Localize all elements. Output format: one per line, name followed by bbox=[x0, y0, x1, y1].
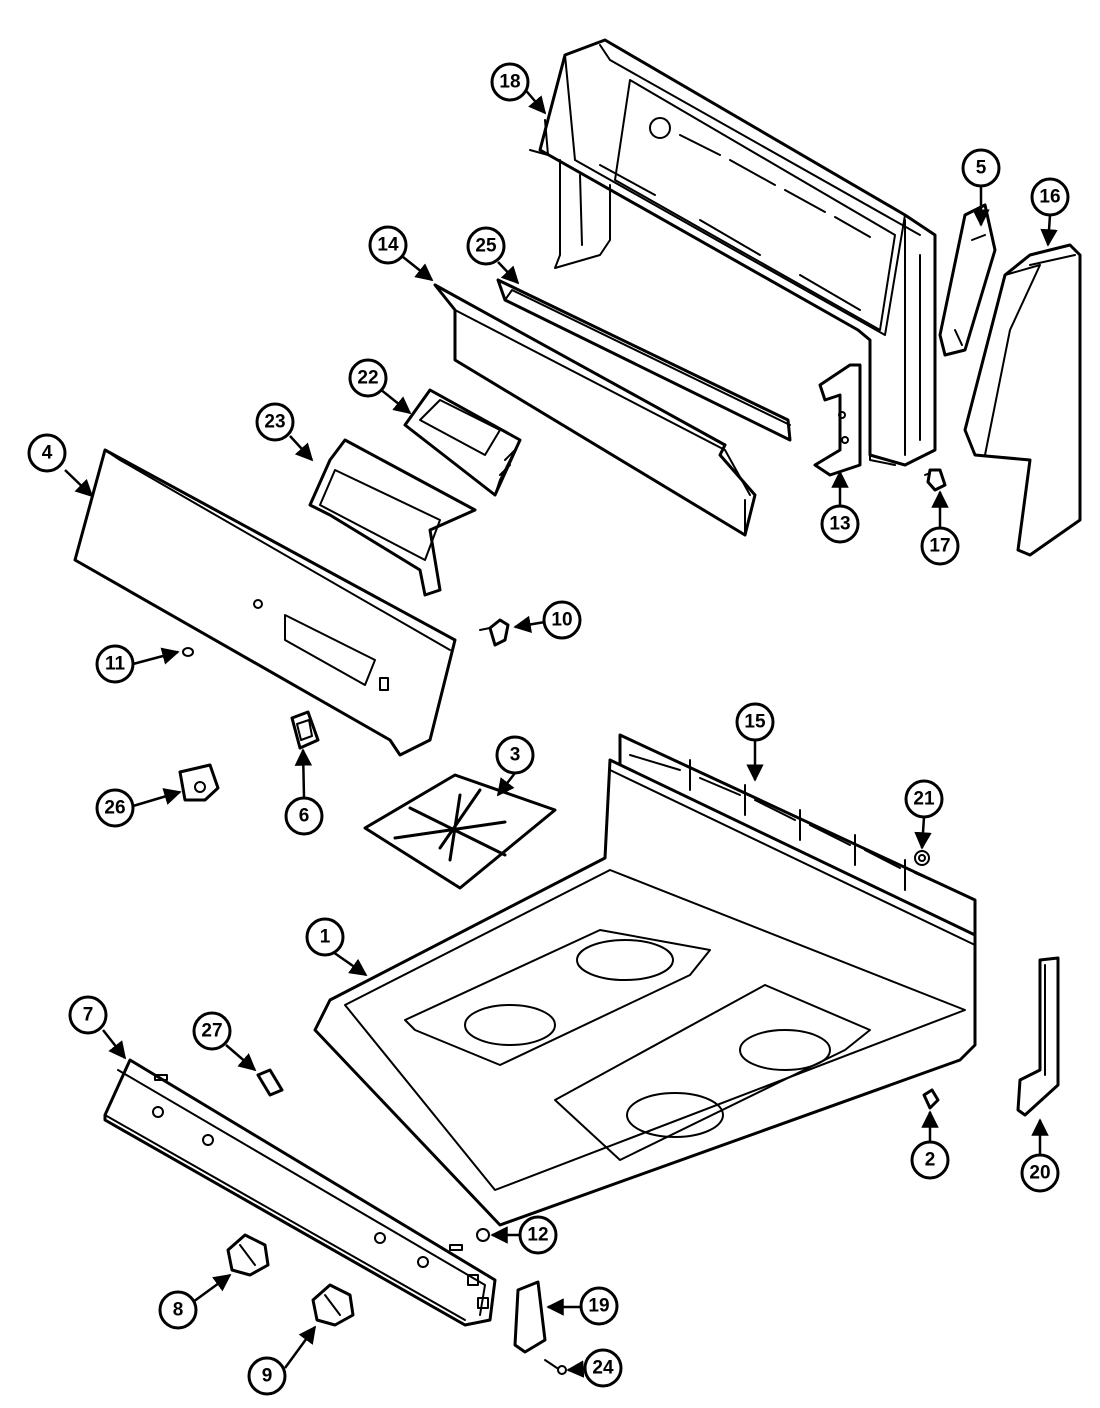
svg-text:13: 13 bbox=[829, 514, 850, 535]
svg-text:8: 8 bbox=[173, 1300, 184, 1321]
end-cap-19-part bbox=[513, 1280, 547, 1354]
svg-text:9: 9 bbox=[262, 1366, 273, 1387]
knob-8-part bbox=[226, 1233, 270, 1277]
svg-text:21: 21 bbox=[913, 789, 935, 810]
svg-text:24: 24 bbox=[592, 1358, 614, 1379]
screw-24-part bbox=[544, 1359, 567, 1375]
callout-19: 19 bbox=[579, 1286, 619, 1326]
callouts: 1 2 3 4 5 6 7 8 9 10 11 12 13 14 15 16 1… bbox=[27, 62, 1070, 1396]
clip-26-part bbox=[178, 763, 220, 802]
switch-10-part bbox=[479, 618, 510, 647]
svg-text:22: 22 bbox=[357, 368, 378, 389]
svg-text:14: 14 bbox=[377, 235, 399, 256]
svg-text:18: 18 bbox=[499, 72, 520, 93]
svg-text:17: 17 bbox=[929, 536, 950, 557]
callout-17: 17 bbox=[920, 526, 960, 566]
grommet-21-part bbox=[914, 850, 930, 866]
callout-11: 11 bbox=[95, 644, 135, 684]
rear-panel-part bbox=[433, 283, 757, 537]
callout-6: 6 bbox=[284, 796, 324, 836]
knob-9-part bbox=[311, 1283, 355, 1327]
fastener-2-part bbox=[922, 1088, 940, 1110]
callout-23: 23 bbox=[255, 402, 295, 442]
side-trim-20-part bbox=[1016, 956, 1060, 1117]
callout-12: 12 bbox=[518, 1215, 558, 1255]
control-panel-part bbox=[73, 448, 457, 757]
screw-17-part bbox=[924, 468, 947, 492]
mounting-bracket-part bbox=[813, 363, 862, 477]
cooktop-part bbox=[313, 758, 977, 1227]
callout-14: 14 bbox=[368, 225, 408, 265]
backguard-frame-part bbox=[529, 38, 937, 467]
callout-25: 25 bbox=[466, 226, 506, 266]
svg-text:27: 27 bbox=[201, 1021, 222, 1042]
svg-text:26: 26 bbox=[104, 798, 125, 819]
svg-text:20: 20 bbox=[1029, 1163, 1050, 1184]
svg-text:10: 10 bbox=[551, 610, 572, 631]
callout-4: 4 bbox=[27, 433, 67, 473]
svg-text:5: 5 bbox=[976, 158, 987, 179]
callout-8: 8 bbox=[158, 1290, 198, 1330]
callout-3: 3 bbox=[495, 735, 535, 775]
svg-text:11: 11 bbox=[105, 654, 126, 675]
callout-18: 18 bbox=[490, 62, 530, 102]
control-housing-part bbox=[308, 438, 477, 597]
clip-27-part bbox=[256, 1068, 284, 1097]
manifold-panel-part bbox=[103, 1058, 497, 1327]
electronic-control-part bbox=[403, 388, 522, 497]
callout-24: 24 bbox=[583, 1348, 623, 1388]
burner-grate-part bbox=[363, 773, 557, 890]
svg-text:3: 3 bbox=[510, 745, 521, 766]
svg-text:12: 12 bbox=[527, 1225, 548, 1246]
grommet-12-part bbox=[476, 1228, 490, 1242]
rocker-switch-part bbox=[290, 710, 320, 750]
callout-5: 5 bbox=[961, 148, 1001, 188]
svg-text:7: 7 bbox=[83, 1005, 94, 1026]
svg-text:1: 1 bbox=[320, 927, 331, 948]
callout-2: 2 bbox=[910, 1140, 950, 1180]
side-trim-part bbox=[938, 203, 997, 357]
callout-26: 26 bbox=[95, 788, 135, 828]
callout-13: 13 bbox=[820, 504, 860, 544]
callout-22: 22 bbox=[348, 358, 388, 398]
callout-21: 21 bbox=[904, 779, 944, 819]
svg-text:4: 4 bbox=[42, 443, 53, 464]
plug-11-part bbox=[182, 647, 194, 657]
callout-16: 16 bbox=[1030, 177, 1070, 217]
callout-9: 9 bbox=[247, 1356, 287, 1396]
leader-lines bbox=[64, 86, 1058, 1378]
callout-10: 10 bbox=[542, 600, 582, 640]
end-cap-part bbox=[963, 243, 1082, 557]
callout-7: 7 bbox=[68, 995, 108, 1035]
svg-text:23: 23 bbox=[264, 412, 285, 433]
svg-text:19: 19 bbox=[588, 1296, 609, 1317]
callout-27: 27 bbox=[192, 1011, 232, 1051]
svg-text:6: 6 bbox=[299, 806, 310, 827]
callout-15: 15 bbox=[735, 702, 775, 742]
trim-strip-part bbox=[496, 278, 792, 442]
svg-text:15: 15 bbox=[744, 712, 766, 733]
svg-text:2: 2 bbox=[925, 1150, 936, 1171]
svg-text:16: 16 bbox=[1039, 187, 1060, 208]
callout-1: 1 bbox=[305, 917, 345, 957]
svg-text:25: 25 bbox=[475, 236, 497, 257]
callout-20: 20 bbox=[1020, 1153, 1060, 1193]
